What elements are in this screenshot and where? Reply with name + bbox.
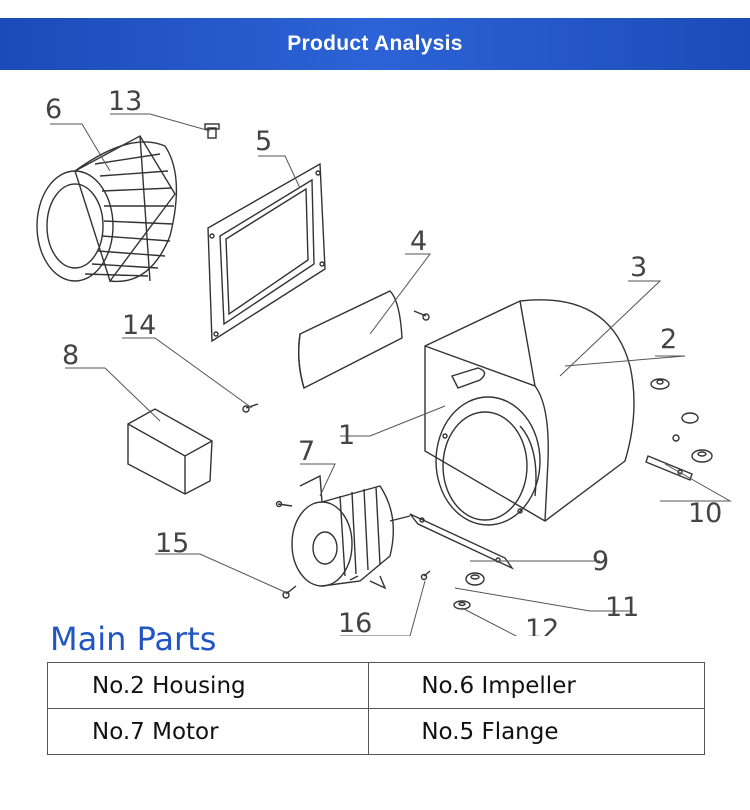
housing-part (424, 299, 635, 526)
impeller-part (36, 135, 178, 283)
callout-3: 3 (630, 252, 647, 283)
callout-16: 16 (338, 608, 372, 636)
callout-9: 9 (592, 546, 609, 577)
callout-4: 4 (410, 226, 427, 257)
exploded-view-diagram: 6 13 5 4 3 2 14 8 1 7 10 9 11 12 15 16 (0, 76, 750, 636)
table-row: No.7 Motor No.5 Flange (46, 708, 705, 755)
table-cell: No.6 Impeller (368, 662, 705, 709)
table-cell: No.7 Motor (46, 708, 370, 755)
callout-11: 11 (605, 592, 639, 623)
main-parts-title: Main Parts (50, 620, 217, 658)
flange-part (207, 162, 326, 343)
table-row: No.2 Housing No.6 Impeller (46, 662, 705, 709)
callout-12: 12 (525, 614, 559, 636)
callout-2: 2 (660, 324, 677, 355)
header-banner: Product Analysis (0, 18, 750, 70)
callout-6: 6 (45, 94, 62, 125)
callout-7: 7 (298, 436, 315, 467)
callout-15: 15 (155, 528, 189, 559)
callout-14: 14 (122, 310, 156, 341)
screw-13-part (204, 123, 220, 139)
washers-part (650, 378, 713, 463)
table-cell: No.2 Housing (46, 662, 370, 709)
bracket-9-part (409, 513, 515, 570)
motor-part (291, 474, 411, 590)
capacitor-box-part (127, 408, 213, 495)
callout-5: 5 (255, 126, 272, 157)
cover-plate-part (297, 290, 403, 390)
callout-10: 10 (688, 498, 722, 529)
main-parts-table: No.2 Housing No.6 Impeller No.7 Motor No… (46, 662, 705, 755)
callout-1: 1 (338, 420, 355, 451)
callout-13: 13 (108, 86, 142, 117)
bracket-10-part (645, 455, 693, 481)
page-title: Product Analysis (287, 32, 463, 55)
callout-8: 8 (62, 340, 79, 371)
table-cell: No.5 Flange (368, 708, 705, 755)
